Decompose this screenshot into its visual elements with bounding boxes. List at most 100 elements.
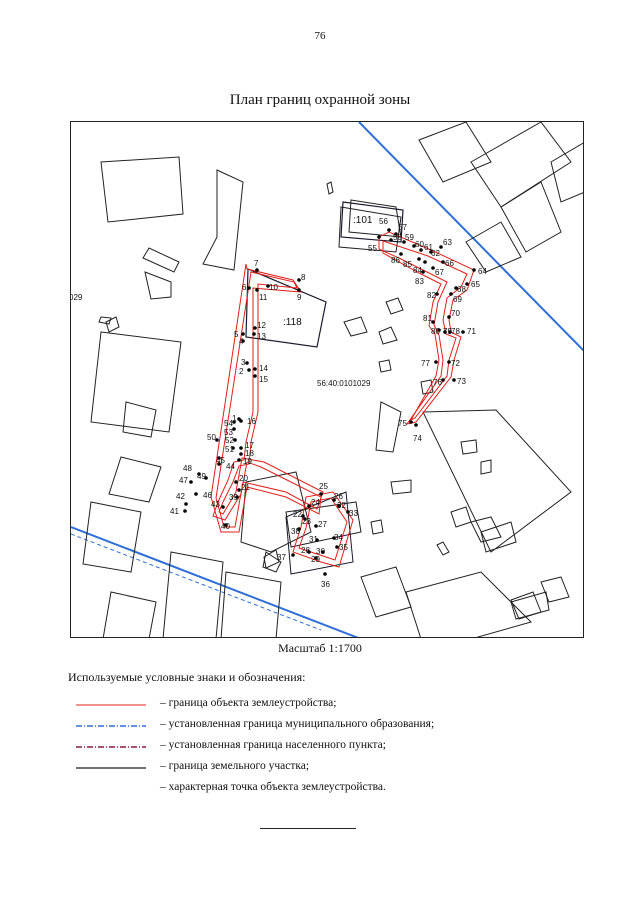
point-32[interactable] <box>337 504 341 508</box>
point-4[interactable] <box>241 339 245 343</box>
point-82[interactable] <box>435 292 439 296</box>
point-label-43: 43 <box>211 500 220 509</box>
point-78[interactable] <box>448 330 452 334</box>
point-57[interactable] <box>394 232 398 236</box>
point-23[interactable] <box>303 517 307 521</box>
point-14[interactable] <box>253 367 257 371</box>
point-49[interactable] <box>204 476 208 480</box>
point-67[interactable] <box>431 266 435 270</box>
point-16[interactable] <box>239 419 243 423</box>
point-61[interactable] <box>419 248 423 252</box>
map-canvas[interactable]: :101 :118 56:40:0101029 029 55 56 57 58 … <box>71 122 584 638</box>
point-53[interactable] <box>232 427 236 431</box>
point-21[interactable] <box>237 488 241 492</box>
point-60[interactable] <box>412 244 416 248</box>
point-26[interactable] <box>332 498 336 502</box>
point-42[interactable] <box>184 502 188 506</box>
point-12[interactable] <box>253 326 257 330</box>
point-5[interactable] <box>241 332 245 336</box>
point-76[interactable] <box>441 378 445 382</box>
point-15[interactable] <box>253 374 257 378</box>
point-70[interactable] <box>447 315 451 319</box>
point-38[interactable] <box>297 527 301 531</box>
point-19[interactable] <box>237 458 241 462</box>
point-73[interactable] <box>452 378 456 382</box>
point-30[interactable] <box>321 550 325 554</box>
point-29[interactable] <box>314 556 318 560</box>
point-64[interactable] <box>472 268 476 272</box>
point-59[interactable] <box>402 240 406 244</box>
point-33[interactable] <box>346 510 350 514</box>
point-55[interactable] <box>377 235 381 239</box>
point-72[interactable] <box>447 360 451 364</box>
point-36[interactable] <box>323 572 327 576</box>
point-10[interactable] <box>266 284 270 288</box>
point-54[interactable] <box>232 420 236 424</box>
point-20[interactable] <box>234 480 238 484</box>
point-50[interactable] <box>215 438 219 442</box>
legend-symbol-point <box>76 782 146 796</box>
point-label-85: 85 <box>403 260 412 269</box>
point-56[interactable] <box>387 228 391 232</box>
point-label-84: 84 <box>413 266 422 275</box>
point-83[interactable] <box>421 270 425 274</box>
point-69[interactable] <box>449 292 453 296</box>
point-8[interactable] <box>297 278 301 282</box>
point-11[interactable] <box>255 288 259 292</box>
point-label-17: 17 <box>245 441 254 450</box>
point-80[interactable] <box>437 328 441 332</box>
point-85[interactable] <box>417 257 421 261</box>
point-label-13: 13 <box>257 332 266 341</box>
point-24[interactable] <box>307 504 311 508</box>
point-58[interactable] <box>389 238 393 242</box>
point-13[interactable] <box>252 332 256 336</box>
point-2[interactable] <box>247 368 251 372</box>
point-52[interactable] <box>233 438 237 442</box>
point-77[interactable] <box>434 360 438 364</box>
point-86[interactable] <box>399 252 403 256</box>
point-9[interactable] <box>297 288 301 292</box>
point-46[interactable] <box>194 492 198 496</box>
legend-text: – характерная точка объекта землеустройс… <box>160 781 386 793</box>
point-37[interactable] <box>291 553 295 557</box>
point-51[interactable] <box>231 446 235 450</box>
object-boundary-south[interactable] <box>292 491 354 568</box>
point-66[interactable] <box>441 260 445 264</box>
land-plot-101[interactable] <box>340 201 404 243</box>
point-79[interactable] <box>443 330 447 334</box>
point-18[interactable] <box>239 452 243 456</box>
object-boundary-north[interactable] <box>378 231 475 425</box>
point-31[interactable] <box>315 538 319 542</box>
point-17[interactable] <box>239 446 243 450</box>
point-45[interactable] <box>217 456 221 460</box>
object-boundary-west[interactable] <box>210 263 322 533</box>
point-39[interactable] <box>235 495 239 499</box>
point-34[interactable] <box>332 536 336 540</box>
point-74[interactable] <box>414 423 418 427</box>
point-7[interactable] <box>255 268 259 272</box>
point-81[interactable] <box>431 320 435 324</box>
point-43[interactable] <box>221 505 225 509</box>
cadastral-block-label: 56:40:0101029 <box>317 379 371 388</box>
point-68[interactable] <box>454 286 458 290</box>
point-25[interactable] <box>319 492 323 496</box>
point-48[interactable] <box>197 472 201 476</box>
point-41[interactable] <box>183 509 187 513</box>
point-63[interactable] <box>439 245 443 249</box>
legend-title: Используемые условные знаки и обозначени… <box>68 670 306 684</box>
point-6[interactable] <box>247 286 251 290</box>
point-28[interactable] <box>307 550 311 554</box>
point-62[interactable] <box>429 250 433 254</box>
map-frame[interactable]: :101 :118 56:40:0101029 029 55 56 57 58 … <box>70 121 584 638</box>
point-22[interactable] <box>301 514 305 518</box>
point-84[interactable] <box>423 260 427 264</box>
point-40[interactable] <box>224 523 228 527</box>
point-27[interactable] <box>314 524 318 528</box>
point-47[interactable] <box>189 480 193 484</box>
point-35[interactable] <box>335 545 339 549</box>
point-65[interactable] <box>465 282 469 286</box>
point-3[interactable] <box>245 361 249 365</box>
point-44[interactable] <box>217 462 221 466</box>
point-75[interactable] <box>409 420 413 424</box>
point-71[interactable] <box>461 330 465 334</box>
